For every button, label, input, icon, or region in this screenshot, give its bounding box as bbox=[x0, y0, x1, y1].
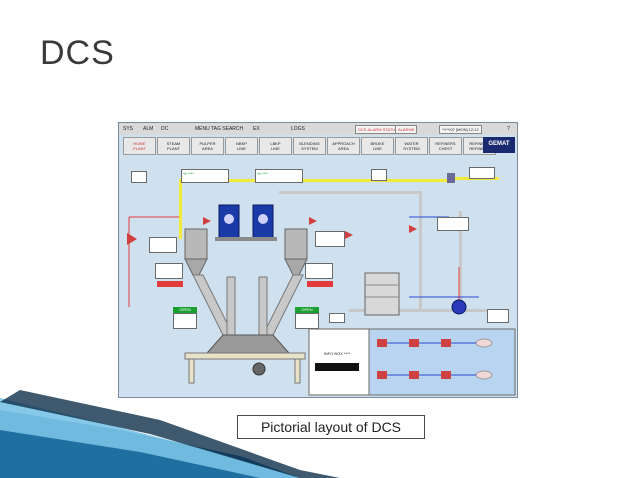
pump-base bbox=[215, 237, 277, 241]
readout-box bbox=[149, 237, 177, 253]
readout-box bbox=[487, 309, 509, 323]
help-icon: ? bbox=[507, 126, 510, 132]
readout-box bbox=[315, 231, 345, 247]
topbar-item: TAG SEARCH bbox=[211, 126, 244, 132]
readout-box bbox=[437, 217, 469, 231]
gemat-logo: GEMAT bbox=[483, 137, 515, 153]
base-leg bbox=[294, 358, 301, 384]
gray-pipe bbox=[419, 191, 422, 311]
yellow-pipe bbox=[179, 179, 449, 182]
valve-icon bbox=[345, 231, 353, 239]
gray-pipe bbox=[349, 309, 489, 312]
readout-box bbox=[329, 313, 345, 323]
pump-impeller bbox=[258, 214, 268, 224]
alarm-label bbox=[157, 281, 183, 287]
readout-box bbox=[155, 263, 183, 279]
readout-box bbox=[305, 263, 333, 279]
topbar-item: DC bbox=[161, 126, 169, 132]
yellow-pipe bbox=[179, 179, 182, 239]
dcs-top-bar: SYS ALM DC MENU TAG SEARCH EX LOGS DCS-A… bbox=[119, 123, 517, 135]
caption-box: Pictorial layout of DCS bbox=[237, 415, 425, 439]
topbar-item: ALM bbox=[143, 126, 154, 132]
alarm-label bbox=[307, 281, 333, 287]
tank-left bbox=[184, 228, 208, 260]
topbar-item: MENU bbox=[195, 126, 210, 132]
status-box: DCS-ALARM STATUS bbox=[355, 125, 401, 134]
open-indicator: OPEN bbox=[173, 307, 197, 313]
gray-pipe bbox=[279, 191, 419, 194]
process-diagram bbox=[127, 173, 516, 396]
valve-icon bbox=[447, 173, 455, 183]
drive-wheel bbox=[252, 362, 266, 376]
readout-box bbox=[173, 313, 197, 329]
datetime-readout: **/**/07 [MON] 12:12 bbox=[439, 125, 482, 134]
readout-box bbox=[469, 167, 495, 179]
open-indicator: OPEN bbox=[295, 307, 319, 313]
info-panel bbox=[308, 328, 370, 396]
dcs-screenshot: SYS ALM DC MENU TAG SEARCH EX LOGS DCS-A… bbox=[118, 122, 518, 398]
chute-vertical bbox=[226, 276, 236, 336]
info-bar bbox=[315, 363, 359, 371]
tank-cone-left bbox=[184, 258, 208, 276]
pump-right bbox=[451, 299, 467, 315]
readout-box bbox=[371, 169, 387, 181]
valve-icon bbox=[309, 217, 317, 225]
topbar-item: SYS bbox=[123, 126, 134, 132]
consistency-readout: % **** bbox=[181, 169, 229, 183]
decorative-swoosh bbox=[0, 390, 340, 478]
gray-pipe bbox=[459, 211, 462, 311]
sequence-icons bbox=[377, 338, 493, 380]
tank-cone-right bbox=[284, 258, 308, 276]
topbar-item: EX bbox=[253, 126, 260, 132]
chute-vertical bbox=[258, 276, 268, 336]
refiner-unit bbox=[364, 272, 400, 316]
status-box: ALARMS bbox=[395, 125, 418, 134]
base-frame bbox=[184, 352, 306, 360]
tank-right bbox=[284, 228, 308, 260]
info-panel-label: INFO BOX **** bbox=[323, 351, 351, 356]
pump-impeller bbox=[224, 214, 234, 224]
press-hopper bbox=[205, 334, 291, 354]
sequence-panel bbox=[368, 328, 516, 396]
readout-box bbox=[295, 313, 319, 329]
valve-icon bbox=[203, 217, 211, 225]
topbar-item: LOGS bbox=[291, 126, 305, 132]
slide-title: DCS bbox=[40, 34, 115, 72]
valve-icon bbox=[409, 225, 417, 233]
readout-box bbox=[131, 171, 147, 183]
consistency-readout: % **** bbox=[255, 169, 303, 183]
base-leg bbox=[188, 358, 195, 384]
valve-icon bbox=[127, 233, 137, 245]
